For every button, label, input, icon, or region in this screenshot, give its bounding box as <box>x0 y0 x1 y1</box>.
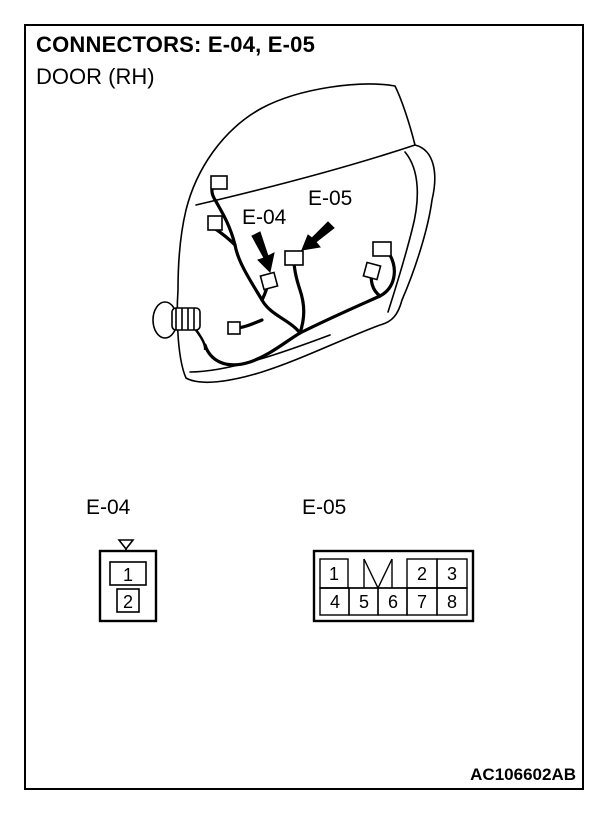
door-inner-edge <box>387 151 419 313</box>
e05-key-notch <box>363 558 393 590</box>
e05-pin-4: 4 <box>330 592 340 612</box>
e05-housing <box>312 549 475 623</box>
e05-pin-2: 2 <box>417 564 427 584</box>
e04-housing <box>98 549 158 623</box>
connector-e04-body <box>259 271 279 291</box>
e05-pin-5: 5 <box>359 592 369 612</box>
harness-branch-e05 <box>292 258 306 335</box>
e04-pin-2: 2 <box>123 592 133 612</box>
arrow-e05 <box>301 221 335 251</box>
connector-top-left <box>210 175 228 190</box>
connector-right-lower <box>362 261 382 281</box>
connector-e05-label: E-05 <box>302 496 347 519</box>
connector-upper-left <box>207 215 223 231</box>
connector-e04-face: 1 2 <box>98 539 158 623</box>
callout-e05: E-05 <box>308 187 353 210</box>
e05-pin-8: 8 <box>447 592 457 612</box>
connector-lower-left <box>227 321 241 335</box>
e05-pin-6: 6 <box>388 592 398 612</box>
diagram-subtitle: DOOR (RH) <box>36 64 155 89</box>
e05-pin-7: 7 <box>417 592 427 612</box>
e04-pin-cell-1 <box>109 561 147 586</box>
harness-boot <box>171 307 201 331</box>
arrow-e04 <box>251 231 275 274</box>
door-outline <box>176 83 436 384</box>
callout-e04: E-04 <box>242 206 287 229</box>
connector-e04-label: E-04 <box>86 496 131 519</box>
e04-pin-1: 1 <box>123 565 133 585</box>
e05-pin-1: 1 <box>329 564 339 584</box>
e05-cell-8 <box>436 587 468 616</box>
connector-e05-face: 1 2 3 4 5 6 7 8 <box>312 549 475 623</box>
e05-pin-3: 3 <box>447 564 457 584</box>
e04-lock-marker <box>117 539 135 551</box>
diagram-frame <box>24 24 584 790</box>
door-window-line <box>195 144 416 206</box>
connector-right-upper <box>372 241 392 257</box>
connector-e05-body <box>284 250 304 266</box>
diagram-title: CONNECTORS: E-04, E-05 <box>36 32 316 57</box>
e04-pin-cell-2 <box>116 588 140 613</box>
figure-code: AC106602AB <box>470 765 576 784</box>
